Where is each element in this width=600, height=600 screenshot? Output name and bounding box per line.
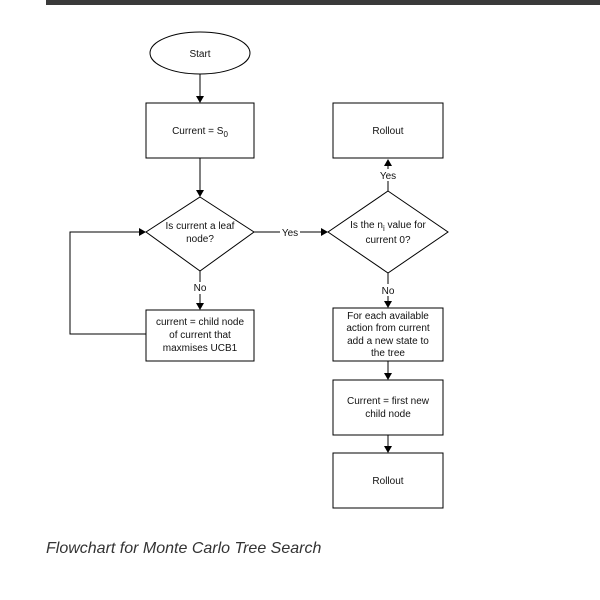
arrowhead <box>384 159 392 166</box>
arrowhead <box>139 228 146 236</box>
node-rollout-bottom-label: Rollout <box>372 476 403 487</box>
arrowhead <box>384 301 392 308</box>
node-current-s0-label: Current = S0 <box>172 126 228 139</box>
arrowhead <box>196 190 204 197</box>
top-border-bar <box>46 0 600 5</box>
node-current-s0: Current = S0 <box>145 102 255 159</box>
node-expand-line-4: the tree <box>371 348 405 359</box>
edge-loop-back <box>69 231 146 335</box>
node-ni-decision: Is the ni value for current 0? <box>327 190 449 274</box>
node-expand: For each available action from current a… <box>332 307 444 362</box>
node-is-leaf-decision: Is current a leaf node? <box>145 196 255 272</box>
node-select-child-line-1: current = child node <box>156 317 245 328</box>
node-rollout-top: Rollout <box>332 102 444 159</box>
arrowhead <box>196 303 204 310</box>
figure-caption: Flowchart for Monte Carlo Tree Search <box>46 540 322 557</box>
node-start-label: Start <box>189 49 210 60</box>
node-start: Start <box>149 31 251 75</box>
node-first-child: Current = first new child node <box>332 379 444 436</box>
node-ni-line-1-post: value for <box>385 220 427 231</box>
node-ni-line-1-subscript: i <box>383 224 385 233</box>
edge-label-yes-right: Yes <box>282 228 298 239</box>
node-first-child-line-2: child node <box>365 409 411 420</box>
node-current-s0-subscript: 0 <box>223 130 228 139</box>
node-rollout-bottom: Rollout <box>332 452 444 509</box>
node-ni-line-2: current 0? <box>365 235 410 246</box>
node-first-child-line-1: Current = first new <box>347 396 430 407</box>
node-expand-line-3: add a new state to <box>347 336 429 347</box>
node-current-s0-text: Current = S <box>172 126 224 137</box>
node-select-child-line-3: maxmises UCB1 <box>163 343 238 354</box>
node-rollout-top-label: Rollout <box>372 126 403 137</box>
arrowhead <box>321 228 328 236</box>
node-select-child-line-2: of current that <box>169 330 231 341</box>
node-expand-line-2: action from current <box>346 323 430 334</box>
arrowhead <box>384 446 392 453</box>
edge-label-no-right: No <box>382 286 395 297</box>
node-ni-line-1-pre: Is the n <box>350 220 383 231</box>
arrowhead <box>196 96 204 103</box>
arrowhead <box>384 373 392 380</box>
node-ni-line-1: Is the ni value for <box>350 220 426 233</box>
edge-label-yes-up: Yes <box>380 171 396 182</box>
node-is-leaf-line-1: Is current a leaf <box>166 221 235 232</box>
mcts-flowchart: Yes No Yes No Start Current = S0 Is curr… <box>69 31 449 509</box>
edge-label-no-left: No <box>194 283 207 294</box>
node-is-leaf-line-2: node? <box>186 234 214 245</box>
node-expand-line-1: For each available <box>347 311 429 322</box>
node-select-child: current = child node of current that max… <box>145 309 255 362</box>
